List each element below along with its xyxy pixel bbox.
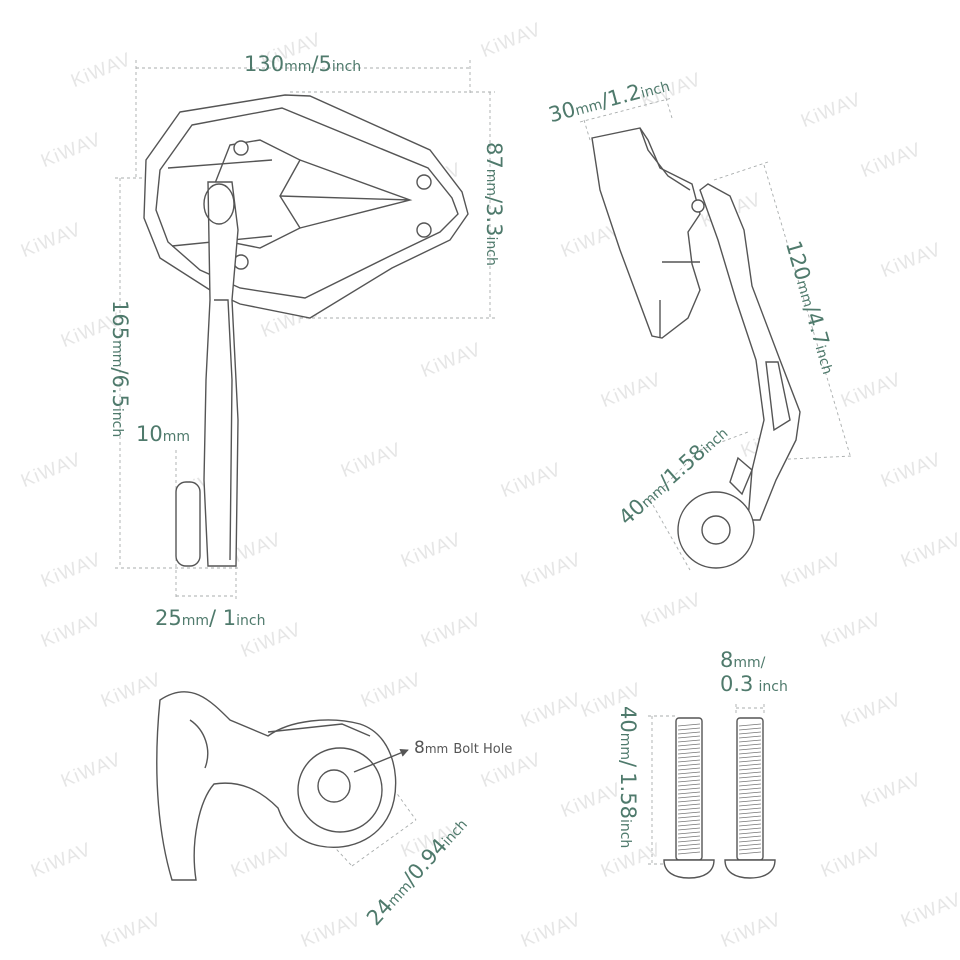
thread-line xyxy=(677,775,701,779)
thread-line xyxy=(738,823,762,827)
thread-line xyxy=(677,771,701,775)
thread-line xyxy=(677,823,701,827)
dim-small-10: 10mm xyxy=(136,422,191,446)
thread-line xyxy=(738,731,762,735)
front-dimension-lines xyxy=(115,60,495,600)
dim-height-87: 87mm/3.3inch xyxy=(482,142,506,266)
thread-line xyxy=(738,803,762,807)
thread-line xyxy=(677,747,701,751)
clamp-detail xyxy=(156,691,417,881)
thread-line xyxy=(677,843,701,847)
thread-line xyxy=(677,743,701,747)
thread-line xyxy=(738,775,762,779)
thread-line xyxy=(738,787,762,791)
thread-line xyxy=(738,795,762,799)
thread-line xyxy=(738,791,762,795)
thread-line xyxy=(738,851,762,855)
thread-line xyxy=(738,771,762,775)
thread-line xyxy=(738,779,762,783)
thread-line xyxy=(677,819,701,823)
thread-line xyxy=(738,783,762,787)
thread-line xyxy=(677,847,701,851)
dim-length-165: 165mm/6.5inch xyxy=(108,300,132,438)
thread-line xyxy=(738,827,762,831)
thread-line xyxy=(677,831,701,835)
thread-line xyxy=(738,831,762,835)
thread-line xyxy=(738,747,762,751)
thread-line xyxy=(677,803,701,807)
thread-line xyxy=(677,763,701,767)
dim-bottom-25: 25mm/ 1inch xyxy=(155,606,266,630)
thread-line xyxy=(738,799,762,803)
thread-line xyxy=(738,735,762,739)
thread-line xyxy=(677,791,701,795)
thread-line xyxy=(738,755,762,759)
dim-width-130: 130mm/5inch xyxy=(244,52,362,76)
thread-line xyxy=(677,799,701,803)
thread-line xyxy=(677,783,701,787)
thread-line xyxy=(738,723,762,727)
thread-line xyxy=(738,835,762,839)
side-view-mirror xyxy=(579,97,853,571)
thread-line xyxy=(677,779,701,783)
thread-line xyxy=(677,767,701,771)
thread-line xyxy=(677,739,701,743)
thread-line xyxy=(738,815,762,819)
thread-line xyxy=(677,723,701,727)
thread-line xyxy=(738,751,762,755)
bolts-detail xyxy=(648,704,776,879)
thread-line xyxy=(738,811,762,815)
thread-line xyxy=(738,739,762,743)
thread-line xyxy=(677,851,701,855)
thread-line xyxy=(677,727,701,731)
thread-line xyxy=(677,755,701,759)
thread-line xyxy=(738,763,762,767)
thread-line xyxy=(677,787,701,791)
thread-line xyxy=(738,847,762,851)
bolt-left xyxy=(663,717,715,879)
dim-bolt-dia: 8mm/ 0.3 inch xyxy=(720,648,788,696)
thread-line xyxy=(738,759,762,763)
thread-line xyxy=(677,811,701,815)
thread-line xyxy=(738,807,762,811)
thread-line xyxy=(677,827,701,831)
thread-line xyxy=(738,839,762,843)
thread-line xyxy=(677,815,701,819)
thread-line xyxy=(738,767,762,771)
thread-line xyxy=(738,819,762,823)
thread-line xyxy=(677,795,701,799)
thread-line xyxy=(677,731,701,735)
thread-line xyxy=(738,843,762,847)
thread-line xyxy=(677,835,701,839)
bolt-right xyxy=(724,717,776,879)
thread-line xyxy=(677,751,701,755)
thread-line xyxy=(677,759,701,763)
thread-line xyxy=(738,727,762,731)
thread-line xyxy=(677,839,701,843)
front-view-mirror xyxy=(115,60,495,600)
dim-bolt-len: 40mm/ 1.58inch xyxy=(616,706,640,849)
dim-bolt-hole: 8mm Bolt Hole xyxy=(414,738,513,758)
thread-line xyxy=(677,807,701,811)
thread-line xyxy=(738,743,762,747)
thread-line xyxy=(677,735,701,739)
